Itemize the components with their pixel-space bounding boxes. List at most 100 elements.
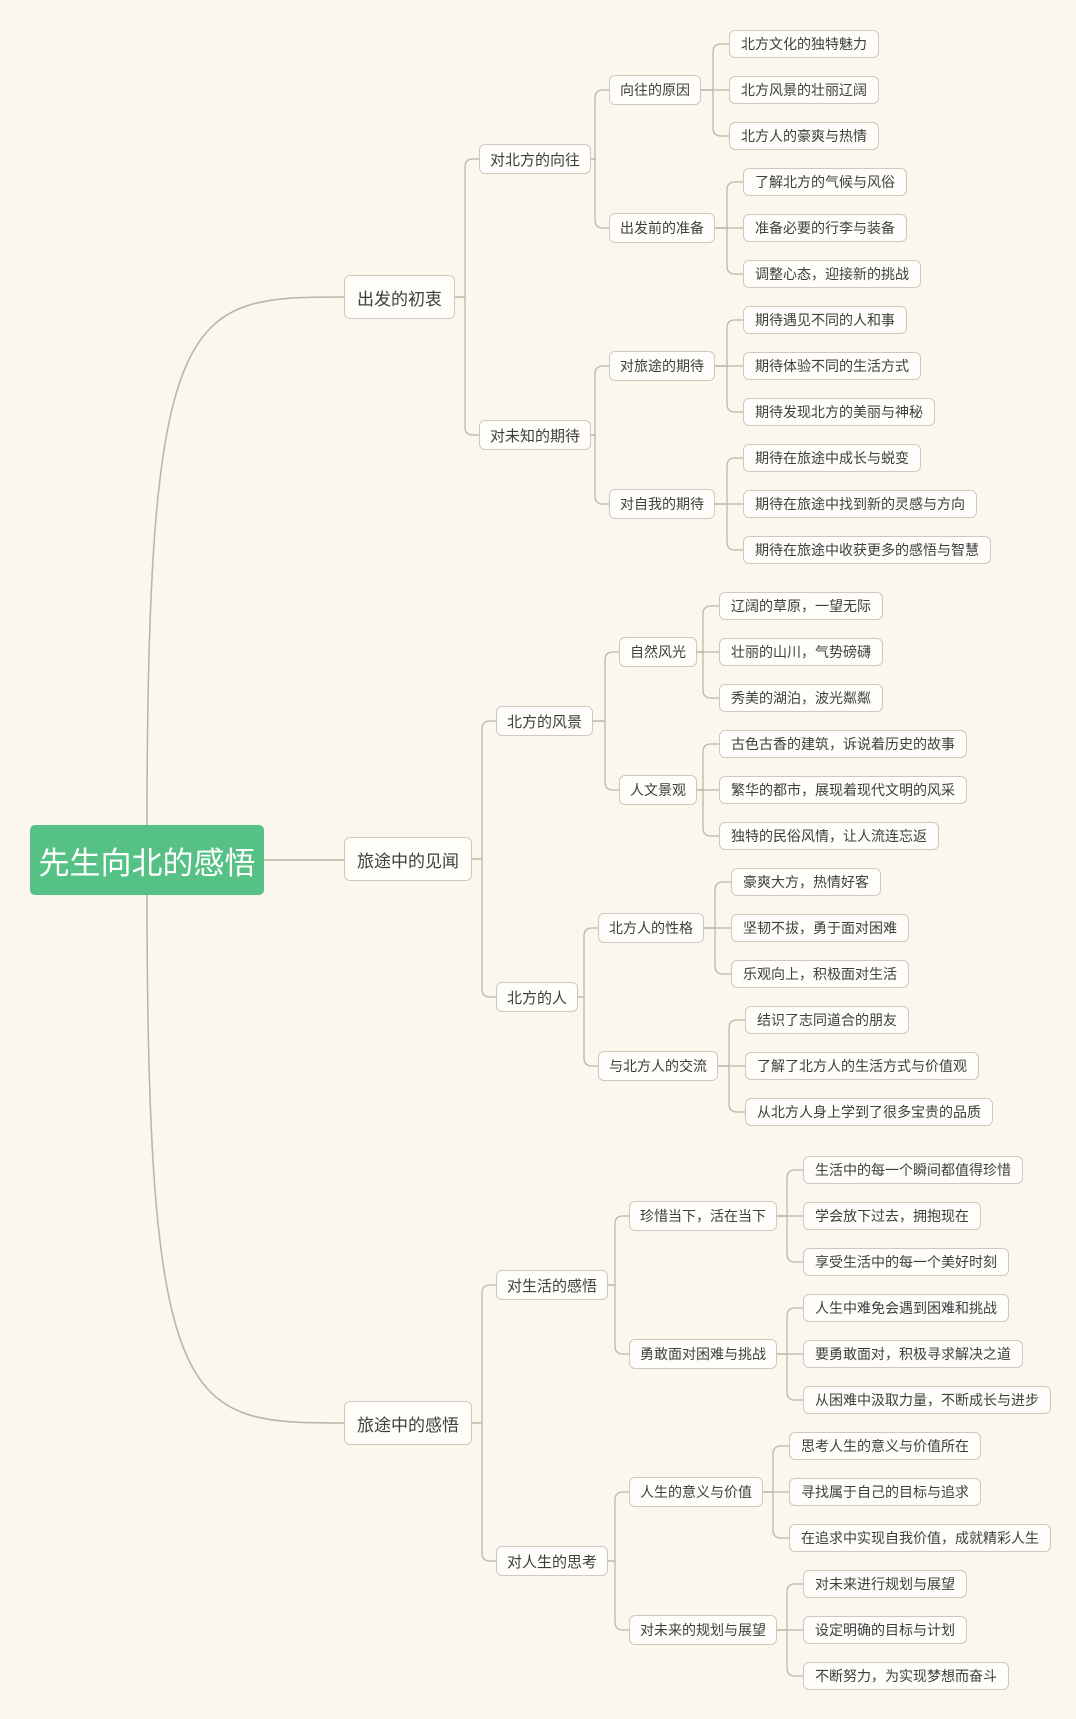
leaf-topic[interactable]: 学会放下过去，拥抱现在 <box>803 1202 981 1230</box>
leaf-topic[interactable]: 乐观向上，积极面对生活 <box>731 960 909 988</box>
connector-l1-l2 <box>472 1284 496 1424</box>
connector-l2-l3 <box>608 1491 629 1562</box>
connector-l3-leaf <box>763 1445 789 1493</box>
connector-l2-l3 <box>591 434 609 505</box>
subtopic-level2[interactable]: 北方的人 <box>496 982 578 1012</box>
connector-l2-l3 <box>608 1215 629 1286</box>
leaf-topic[interactable]: 壮丽的山川，气势磅礴 <box>719 638 883 666</box>
subtopic-level2[interactable]: 北方的风景 <box>496 706 593 736</box>
leaf-topic[interactable]: 北方风景的壮丽辽阔 <box>729 76 879 104</box>
leaf-topic[interactable]: 调整心态，迎接新的挑战 <box>743 260 921 288</box>
connector-l3-leaf <box>701 43 729 91</box>
connector-l3-leaf <box>715 319 743 367</box>
connector-l3-leaf <box>715 503 743 551</box>
connector-l2-l3 <box>593 720 619 791</box>
subtopic-level3[interactable]: 向往的原因 <box>609 75 701 105</box>
connector-l2-l3 <box>591 158 609 229</box>
connector-l2-l3 <box>608 1560 629 1631</box>
leaf-topic[interactable]: 期待在旅途中找到新的灵感与方向 <box>743 490 977 518</box>
leaf-topic[interactable]: 独特的民俗风情，让人流连忘返 <box>719 822 939 850</box>
leaf-topic[interactable]: 古色古香的建筑，诉说着历史的故事 <box>719 730 967 758</box>
subtopic-level3[interactable]: 出发前的准备 <box>609 213 715 243</box>
connector-l2-l3 <box>608 1284 629 1355</box>
leaf-topic[interactable]: 辽阔的草原，一望无际 <box>719 592 883 620</box>
connector-l3-leaf <box>697 789 719 837</box>
subtopic-level2[interactable]: 对人生的思考 <box>496 1546 608 1576</box>
subtopic-level2[interactable]: 对生活的感悟 <box>496 1270 608 1300</box>
connector-l3-leaf <box>697 651 719 699</box>
leaf-topic[interactable]: 寻找属于自己的目标与追求 <box>789 1478 981 1506</box>
subtopic-level3[interactable]: 自然风光 <box>619 637 697 667</box>
connector-l3-leaf <box>715 227 743 275</box>
leaf-topic[interactable]: 繁华的都市，展现着现代文明的风采 <box>719 776 967 804</box>
leaf-topic[interactable]: 了解北方的气候与风俗 <box>743 168 907 196</box>
leaf-topic[interactable]: 准备必要的行李与装备 <box>743 214 907 242</box>
root-topic[interactable]: 先生向北的感悟 <box>30 825 264 895</box>
leaf-topic[interactable]: 思考人生的意义与价值所在 <box>789 1432 981 1460</box>
connector-l2-l3 <box>578 996 598 1067</box>
connector-root-branch <box>146 894 345 1424</box>
leaf-topic[interactable]: 期待在旅途中收获更多的感悟与智慧 <box>743 536 991 564</box>
leaf-topic[interactable]: 生活中的每一个瞬间都值得珍惜 <box>803 1156 1023 1184</box>
connector-l3-leaf <box>715 181 743 229</box>
leaf-topic[interactable]: 对未来进行规划与展望 <box>803 1570 967 1598</box>
leaf-topic[interactable]: 在追求中实现自我价值，成就精彩人生 <box>789 1524 1051 1552</box>
subtopic-level3[interactable]: 对自我的期待 <box>609 489 715 519</box>
connector-l3-leaf <box>777 1307 803 1355</box>
connector-l3-leaf <box>715 457 743 505</box>
connector-l3-leaf <box>777 1353 803 1401</box>
subtopic-level3[interactable]: 珍惜当下，活在当下 <box>629 1201 777 1231</box>
leaf-topic[interactable]: 人生中难免会遇到困难和挑战 <box>803 1294 1009 1322</box>
main-branch-topic[interactable]: 旅途中的感悟 <box>344 1401 472 1445</box>
subtopic-level3[interactable]: 与北方人的交流 <box>598 1051 718 1081</box>
connector-l3-leaf <box>697 743 719 791</box>
main-branch-topic[interactable]: 旅途中的见闻 <box>344 837 472 881</box>
connector-l3-leaf <box>718 1065 745 1113</box>
subtopic-level3[interactable]: 人生的意义与价值 <box>629 1477 763 1507</box>
connector-l3-leaf <box>718 1019 745 1067</box>
connector-l3-leaf <box>763 1491 789 1539</box>
subtopic-level3[interactable]: 勇敢面对困难与挑战 <box>629 1339 777 1369</box>
connector-l2-l3 <box>591 89 609 160</box>
leaf-topic[interactable]: 北方人的豪爽与热情 <box>729 122 879 150</box>
leaf-topic[interactable]: 从北方人身上学到了很多宝贵的品质 <box>745 1098 993 1126</box>
leaf-topic[interactable]: 设定明确的目标与计划 <box>803 1616 967 1644</box>
leaf-topic[interactable]: 坚韧不拔，勇于面对困难 <box>731 914 909 942</box>
subtopic-level2[interactable]: 对北方的向往 <box>479 144 591 174</box>
leaf-topic[interactable]: 结识了志同道合的朋友 <box>745 1006 909 1034</box>
connector-l3-leaf <box>777 1629 803 1677</box>
connector-l3-leaf <box>697 605 719 653</box>
leaf-topic[interactable]: 秀美的湖泊，波光粼粼 <box>719 684 883 712</box>
subtopic-level3[interactable]: 对旅途的期待 <box>609 351 715 381</box>
connector-l2-l3 <box>593 651 619 722</box>
leaf-topic[interactable]: 不断努力，为实现梦想而奋斗 <box>803 1662 1009 1690</box>
connector-l2-l3 <box>578 927 598 998</box>
subtopic-level2[interactable]: 对未知的期待 <box>479 420 591 450</box>
connector-l3-leaf <box>701 89 729 137</box>
connector-l1-l2 <box>455 296 479 436</box>
connector-l1-l2 <box>472 720 496 860</box>
connector-l1-l2 <box>472 1422 496 1562</box>
leaf-topic[interactable]: 北方文化的独特魅力 <box>729 30 879 58</box>
leaf-topic[interactable]: 期待体验不同的生活方式 <box>743 352 921 380</box>
leaf-topic[interactable]: 享受生活中的每一个美好时刻 <box>803 1248 1009 1276</box>
connector-l3-leaf <box>777 1583 803 1631</box>
leaf-topic[interactable]: 期待在旅途中成长与蜕变 <box>743 444 921 472</box>
main-branch-topic[interactable]: 出发的初衷 <box>344 275 455 319</box>
subtopic-level3[interactable]: 人文景观 <box>619 775 697 805</box>
connector-l3-leaf <box>715 365 743 413</box>
leaf-topic[interactable]: 期待遇见不同的人和事 <box>743 306 907 334</box>
leaf-topic[interactable]: 期待发现北方的美丽与神秘 <box>743 398 935 426</box>
connector-l3-leaf <box>704 927 731 975</box>
leaf-topic[interactable]: 从困难中汲取力量，不断成长与进步 <box>803 1386 1051 1414</box>
leaf-topic[interactable]: 了解了北方人的生活方式与价值观 <box>745 1052 979 1080</box>
subtopic-level3[interactable]: 对未来的规划与展望 <box>629 1615 777 1645</box>
connector-l1-l2 <box>472 858 496 998</box>
connector-l3-leaf <box>704 881 731 929</box>
connector-l1-l2 <box>455 158 479 298</box>
connector-l3-leaf <box>777 1215 803 1263</box>
leaf-topic[interactable]: 要勇敢面对，积极寻求解决之道 <box>803 1340 1023 1368</box>
subtopic-level3[interactable]: 北方人的性格 <box>598 913 704 943</box>
leaf-topic[interactable]: 豪爽大方，热情好客 <box>731 868 881 896</box>
